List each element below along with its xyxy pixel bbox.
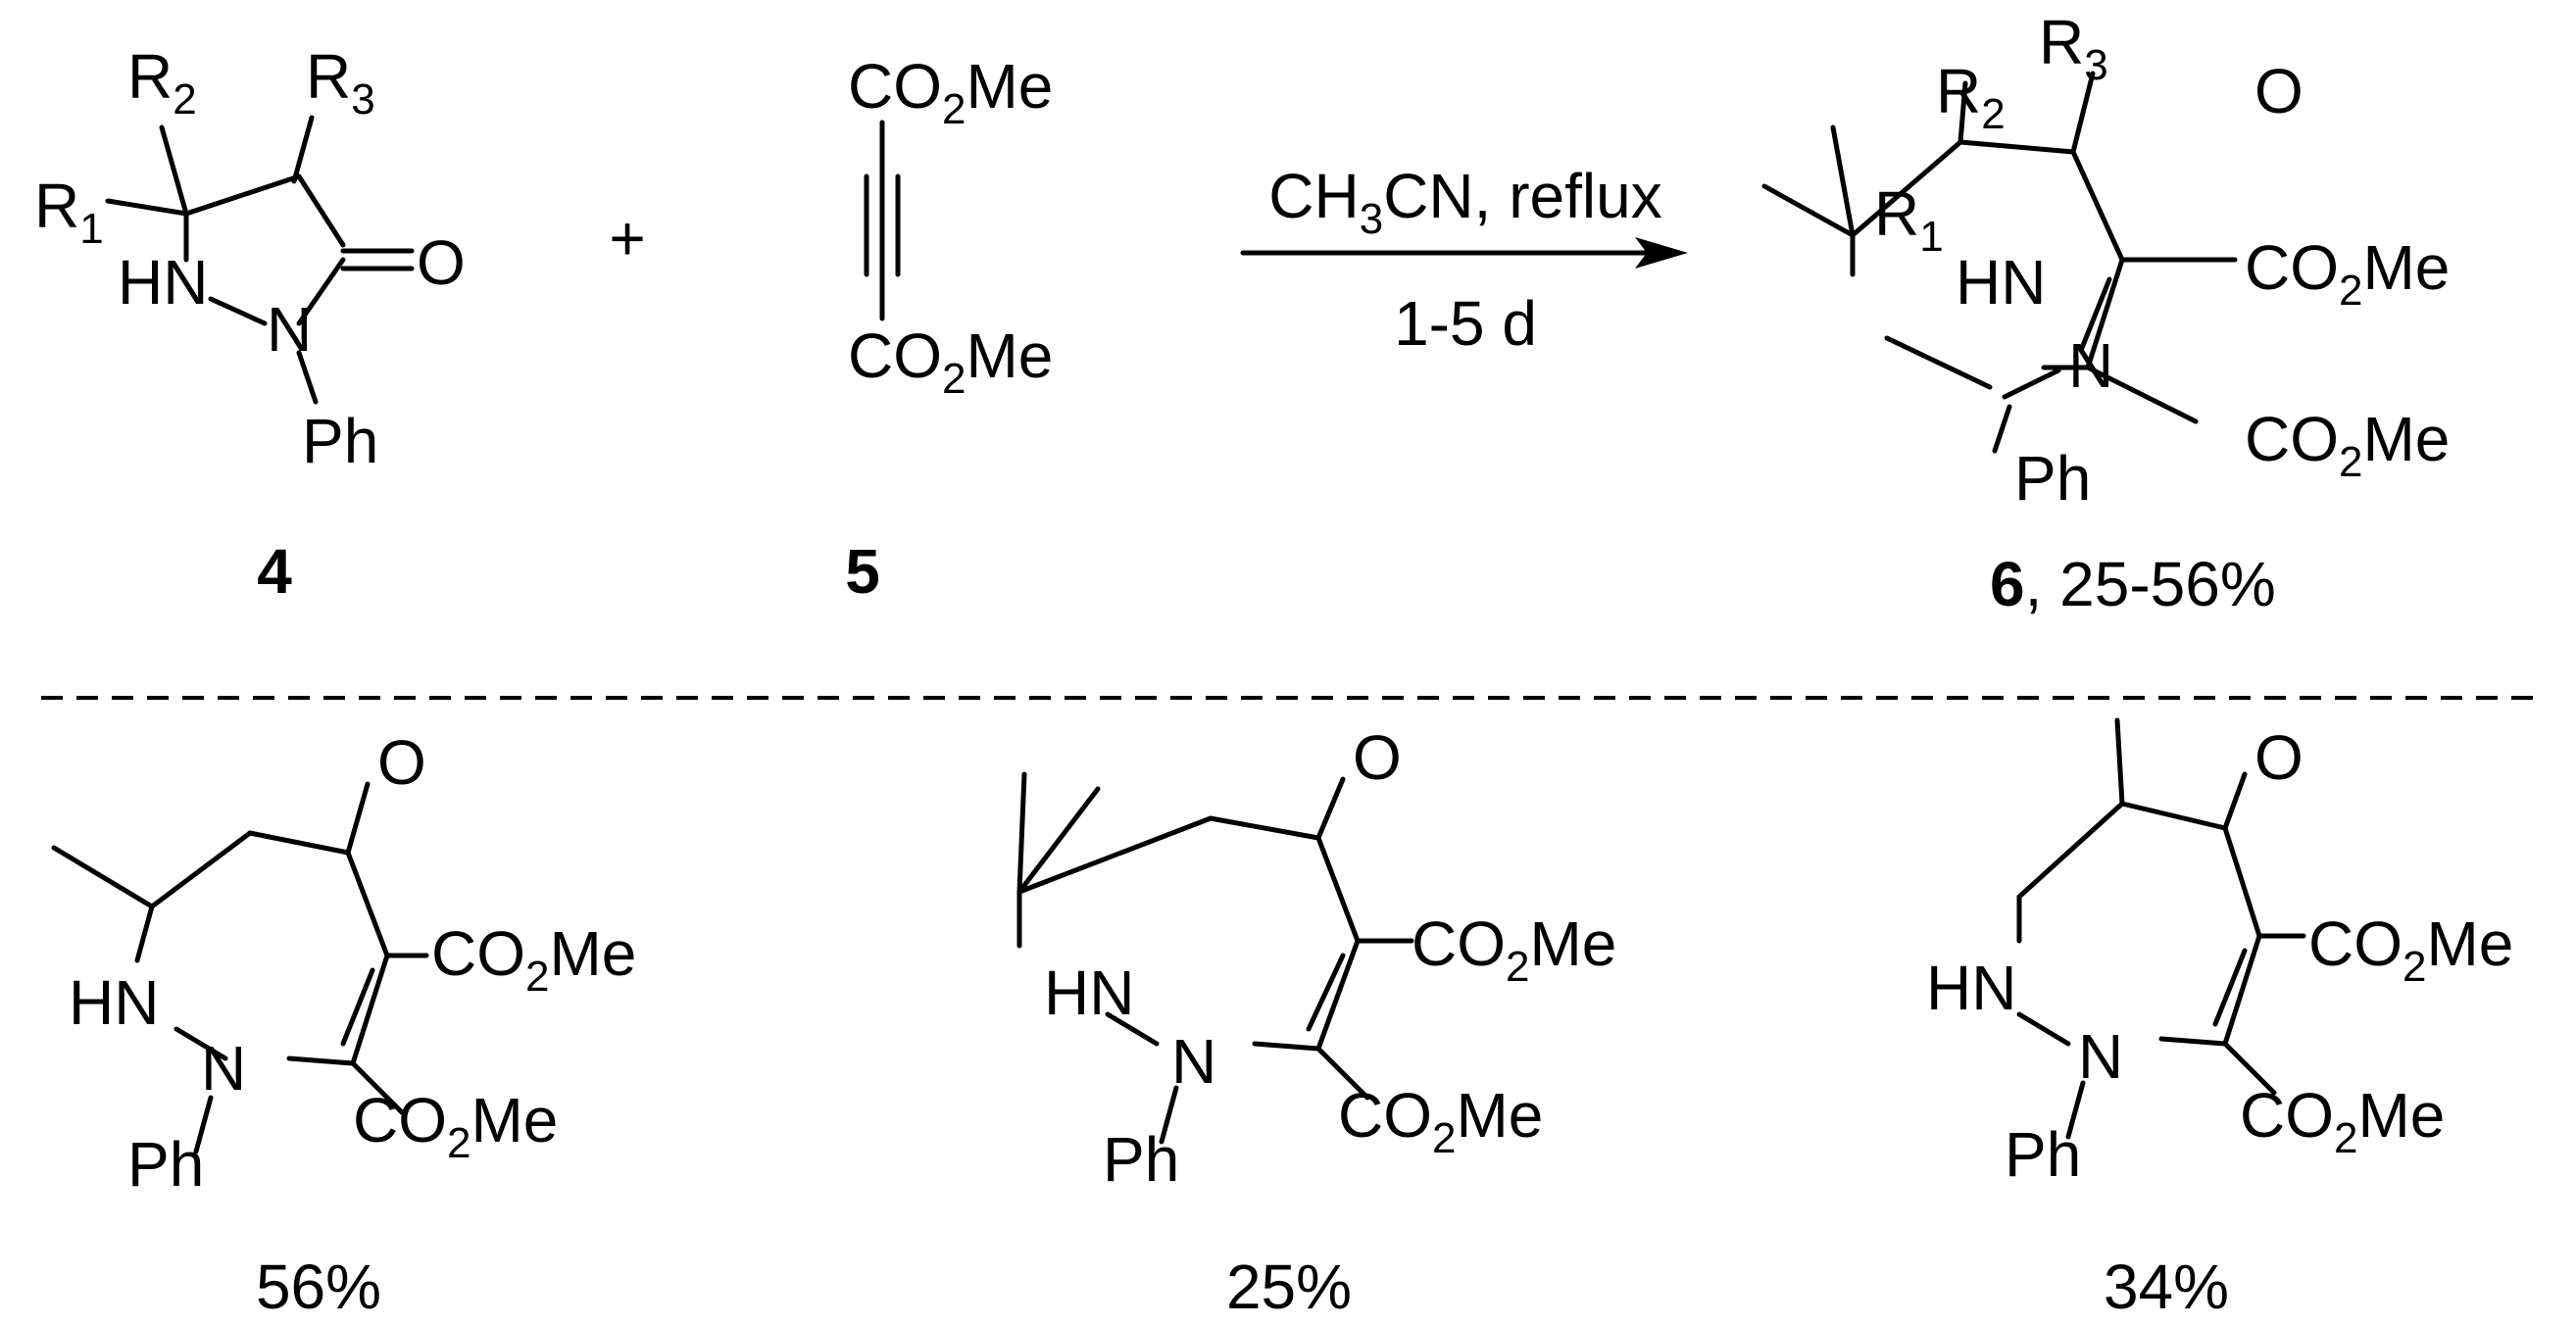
ph-label: Ph bbox=[1103, 1124, 1179, 1195]
example-1-yield: 56% bbox=[256, 1251, 381, 1322]
ester-upper-label: CO2Me bbox=[2308, 908, 2513, 991]
ph-label: Ph bbox=[2005, 1119, 2081, 1190]
reaction-arrow bbox=[1240, 237, 1688, 269]
conditions-above: CH3CN, reflux bbox=[1268, 161, 1661, 243]
ketone-oxygen: O bbox=[1353, 722, 1402, 793]
plus-sign: + bbox=[609, 203, 645, 273]
r2-label: R2 bbox=[1936, 56, 2006, 138]
ester-lower-label: CO2Me bbox=[2245, 404, 2450, 486]
compound-5-label: 5 bbox=[845, 536, 880, 607]
n-label: N bbox=[1171, 1026, 1216, 1097]
ester-lower-label: CO2Me bbox=[1338, 1080, 1543, 1162]
hn-label: HN bbox=[1956, 247, 2046, 318]
ester-top-label: CO2Me bbox=[848, 51, 1053, 133]
ester-lower-label: CO2Me bbox=[2240, 1080, 2445, 1162]
compound-6-label: 6, 25-56% bbox=[1990, 549, 2276, 619]
compound-6-structure: R3 R2 R1 O CO2Me CO2Me HN N Ph bbox=[1761, 7, 2450, 514]
ester-lower-label: CO2Me bbox=[353, 1085, 558, 1167]
n-label: N bbox=[2068, 330, 2113, 401]
ph-label: Ph bbox=[302, 406, 378, 476]
ester-upper-label: CO2Me bbox=[1412, 908, 1616, 991]
example-3-yield: 34% bbox=[2104, 1251, 2229, 1322]
n-label: N bbox=[201, 1033, 246, 1104]
hn-label: HN bbox=[118, 247, 208, 318]
example-2-yield: 25% bbox=[1226, 1251, 1352, 1322]
ketone-oxygen: O bbox=[2254, 56, 2304, 126]
r1-label: R1 bbox=[1874, 178, 1944, 261]
ph-label: Ph bbox=[127, 1129, 204, 1200]
hn-label: HN bbox=[1044, 957, 1134, 1028]
hn-label: HN bbox=[1926, 953, 2016, 1023]
r3-label: R3 bbox=[306, 41, 375, 123]
r3-label: R3 bbox=[2039, 7, 2108, 89]
example-3-structure: O CO2Me CO2Me HN N Ph bbox=[1926, 717, 2513, 1190]
ketone-oxygen: O bbox=[2254, 722, 2304, 793]
ester-bottom-label: CO2Me bbox=[848, 320, 1053, 403]
n-label: N bbox=[2078, 1021, 2123, 1092]
example-2-structure: O CO2Me CO2Me HN N Ph bbox=[1016, 722, 1616, 1195]
compound-4-label: 4 bbox=[257, 536, 292, 607]
n-label: N bbox=[267, 294, 312, 365]
ester-upper-label: CO2Me bbox=[431, 918, 636, 1001]
ester-upper-label: CO2Me bbox=[2245, 232, 2450, 315]
r2-label: R2 bbox=[127, 41, 197, 123]
hn-label: HN bbox=[69, 967, 159, 1038]
compound-4-structure: R2 R3 R1 O HN N Ph bbox=[34, 41, 466, 476]
carbonyl-oxygen: O bbox=[417, 227, 466, 298]
conditions-below: 1-5 d bbox=[1394, 288, 1537, 359]
ketone-oxygen: O bbox=[377, 727, 426, 798]
r1-label: R1 bbox=[34, 171, 104, 253]
ph-label: Ph bbox=[2014, 443, 2091, 514]
example-1-structure: O CO2Me CO2Me HN N Ph bbox=[51, 727, 636, 1200]
compound-5-structure: CO2Me CO2Me bbox=[848, 51, 1053, 403]
